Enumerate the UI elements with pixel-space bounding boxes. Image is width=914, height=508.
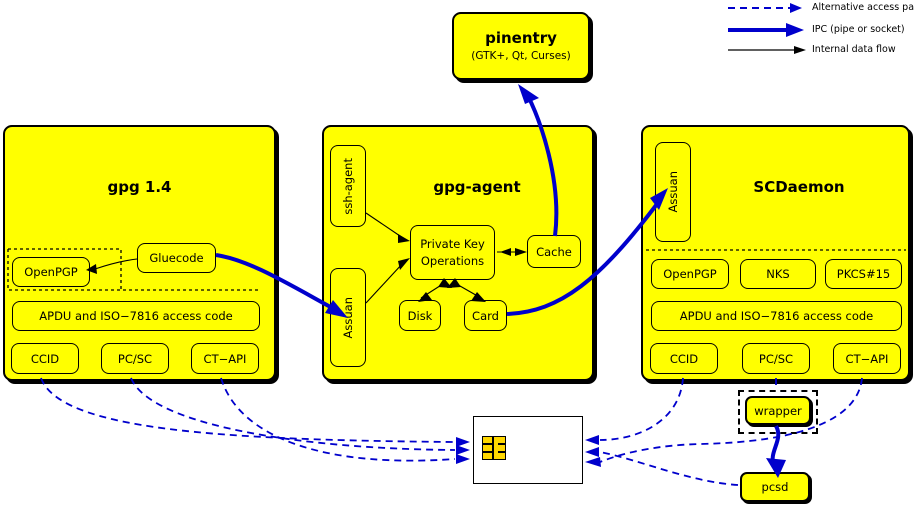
- gpg-agent-card-box[interactable]: Card: [464, 300, 507, 331]
- gpg-agent-ssh-agent-box[interactable]: ssh-agent: [330, 145, 366, 227]
- alt-gpg-ctapi-to-smartcard: [220, 377, 456, 462]
- wrapper-box[interactable]: wrapper: [745, 396, 811, 425]
- scdaemon-app-openpgp[interactable]: OpenPGP: [651, 259, 729, 289]
- pinentry-box[interactable]: pinentry (GTK+, Qt, Curses): [452, 12, 590, 80]
- gpg-driver-ccid[interactable]: CCID: [11, 343, 79, 374]
- gpg-agent-cache-box[interactable]: Cache: [527, 235, 581, 268]
- scdaemon-assuan-box[interactable]: Assuan: [655, 142, 691, 242]
- alt-pcsd-to-smartcard: [599, 451, 739, 486]
- legend-label-ipc: IPC (pipe or socket): [812, 24, 905, 35]
- smartcard-chip-line-h4: [498, 451, 506, 453]
- scdaemon-driver-ctapi[interactable]: CT−API: [833, 343, 901, 374]
- gpg-gluecode-box[interactable]: Gluecode: [137, 243, 216, 273]
- ssh-agent-label: ssh-agent: [341, 157, 355, 215]
- gpg-title: gpg 1.4: [107, 178, 172, 196]
- scdaemon-app-pkcs15[interactable]: PKCS#15: [825, 259, 902, 289]
- scdaemon-driver-pcsc[interactable]: PC/SC: [742, 343, 810, 374]
- scdaemon-driver-ccid[interactable]: CCID: [650, 343, 718, 374]
- gpg-driver-ctapi[interactable]: CT−API: [191, 343, 259, 374]
- smartcard-chip-line-h1: [482, 443, 493, 445]
- private-key-operations-box[interactable]: Private Key Operations: [410, 225, 495, 280]
- pinentry-title: pinentry: [485, 28, 557, 47]
- gpg-agent-assuan-label: Assuan: [341, 296, 355, 339]
- private-key-ops-line2: Operations: [420, 253, 485, 268]
- alt-scdaemon-ctapi-to-smartcard: [599, 377, 863, 463]
- gpg-agent-disk-box[interactable]: Disk: [399, 300, 441, 331]
- scdaemon-apdu-box[interactable]: APDU and ISO−7816 access code: [651, 301, 902, 331]
- legend-label-internal-data-flow: Internal data flow: [812, 44, 896, 55]
- pcsd-box[interactable]: pcsd: [740, 472, 810, 502]
- scdaemon-assuan-label: Assuan: [666, 171, 680, 213]
- gpg-driver-pcsc[interactable]: PC/SC: [101, 343, 169, 374]
- alt-gpg-pcsc-to-smartcard: [130, 377, 456, 451]
- gpg-agent-assuan-box[interactable]: Assuan: [330, 268, 366, 367]
- pinentry-subtitle: (GTK+, Qt, Curses): [471, 50, 571, 63]
- smartcard-chip-line-h3: [498, 443, 506, 445]
- private-key-ops-line1: Private Key: [420, 236, 485, 251]
- smartcard-chip-line-h2: [482, 451, 493, 453]
- scdaemon-title: SCDaemon: [753, 178, 845, 196]
- smartcard-chip-icon: [482, 436, 506, 460]
- gpg-agent-title: gpg-agent: [433, 178, 521, 196]
- gpg-openpgp-box[interactable]: OpenPGP: [12, 257, 90, 287]
- gpg-apdu-box[interactable]: APDU and ISO−7816 access code: [12, 301, 260, 331]
- smartcard-chip-line-v: [492, 436, 494, 460]
- alt-gpg-ccid-to-smartcard: [40, 377, 456, 443]
- scdaemon-app-nks[interactable]: NKS: [740, 259, 816, 289]
- alt-scdaemon-ccid-to-smartcard: [599, 377, 684, 441]
- legend-label-alternative-access-paths: Alternative access paths: [812, 2, 914, 13]
